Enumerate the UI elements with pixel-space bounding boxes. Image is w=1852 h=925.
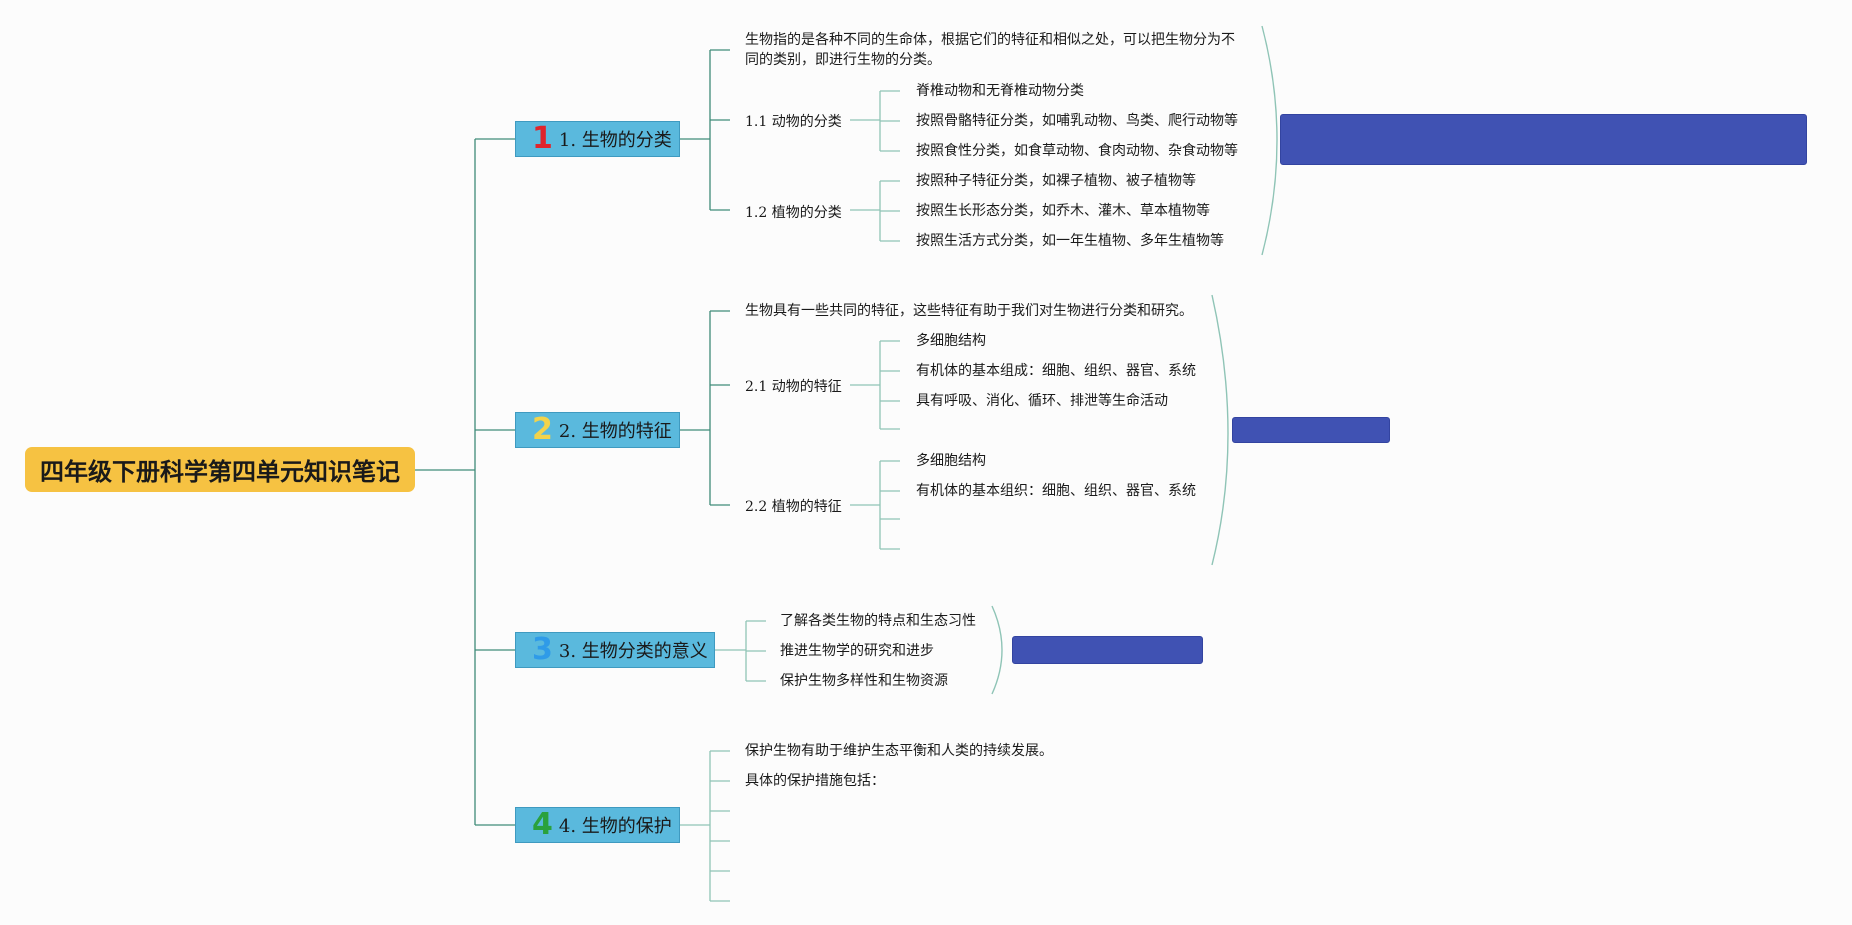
- number-2-icon: 2: [532, 412, 553, 447]
- leaf-1-1-2[interactable]: 按照骨骼特征分类，如哺乳动物、鸟类、爬行动物等: [916, 113, 1238, 129]
- leaf-2-2-1[interactable]: 多细胞结构: [916, 453, 986, 469]
- leaf-1-2-1[interactable]: 按照种子特征分类，如裸子植物、被子植物等: [916, 173, 1196, 189]
- branch-label: 1. 生物的分类: [558, 130, 672, 151]
- leaf-4-1[interactable]: 保护生物有助于维护生态平衡和人类的持续发展。: [745, 743, 1053, 759]
- branch-2-intro[interactable]: 生物具有一些共同的特征，这些特征有助于我们对生物进行分类和研究。: [745, 303, 1193, 319]
- sub-topic-2-1[interactable]: 2.1 动物的特征: [745, 379, 842, 395]
- b3-summary-brace: [991, 605, 1003, 695]
- b1-summary-brace: [1261, 25, 1278, 256]
- b2-summary-brace: [1211, 294, 1229, 566]
- leaf-4-2[interactable]: 具体的保护措施包括：: [745, 773, 885, 789]
- number-4-icon: 4: [532, 807, 553, 842]
- leaf-3-2[interactable]: 推进生物学的研究和进步: [780, 643, 934, 659]
- leaf-3-1[interactable]: 了解各类生物的特点和生态习性: [780, 613, 976, 629]
- leaf-1-1-1[interactable]: 脊椎动物和无脊椎动物分类: [916, 83, 1084, 99]
- branch-1-intro[interactable]: 生物指的是各种不同的生命体，根据它们的特征和相似之处，可以把生物分为不同的类别，…: [745, 32, 1235, 68]
- sub-topic-2-2[interactable]: 2.2 植物的特征: [745, 499, 842, 515]
- branch-1-topic[interactable]: 1 1. 生物的分类: [515, 121, 680, 157]
- summary-2[interactable]: [1232, 417, 1390, 443]
- branch-2-topic[interactable]: 2 2. 生物的特征: [515, 412, 680, 448]
- summary-3[interactable]: [1012, 636, 1203, 664]
- sub-topic-1-1[interactable]: 1.1 动物的分类: [745, 114, 842, 130]
- leaf-1-1-3[interactable]: 按照食性分类，如食草动物、食肉动物、杂食动物等: [916, 143, 1238, 159]
- summary-1[interactable]: [1280, 114, 1807, 165]
- sub-topic-1-2[interactable]: 1.2 植物的分类: [745, 205, 842, 221]
- root-topic[interactable]: 四年级下册科学第四单元知识笔记: [25, 447, 415, 492]
- leaf-2-1-3[interactable]: 具有呼吸、消化、循环、排泄等生命活动: [916, 393, 1168, 409]
- leaf-1-2-2[interactable]: 按照生长形态分类，如乔木、灌木、草本植物等: [916, 203, 1210, 219]
- branch-label: 2. 生物的特征: [558, 421, 672, 442]
- leaf-2-1-2[interactable]: 有机体的基本组成：细胞、组织、器官、系统: [916, 363, 1196, 379]
- leaf-1-2-3[interactable]: 按照生活方式分类，如一年生植物、多年生植物等: [916, 233, 1224, 249]
- leaf-2-2-2[interactable]: 有机体的基本组织：细胞、组织、器官、系统: [916, 483, 1196, 499]
- number-3-icon: 3: [532, 632, 553, 667]
- branch-label: 3. 生物分类的意义: [558, 641, 708, 662]
- branch-4-topic[interactable]: 4 4. 生物的保护: [515, 807, 680, 843]
- branch-3-topic[interactable]: 3 3. 生物分类的意义: [515, 632, 715, 668]
- number-1-icon: 1: [532, 121, 553, 156]
- branch-label: 4. 生物的保护: [558, 816, 672, 837]
- leaf-2-1-1[interactable]: 多细胞结构: [916, 333, 986, 349]
- leaf-3-3[interactable]: 保护生物多样性和生物资源: [780, 673, 948, 689]
